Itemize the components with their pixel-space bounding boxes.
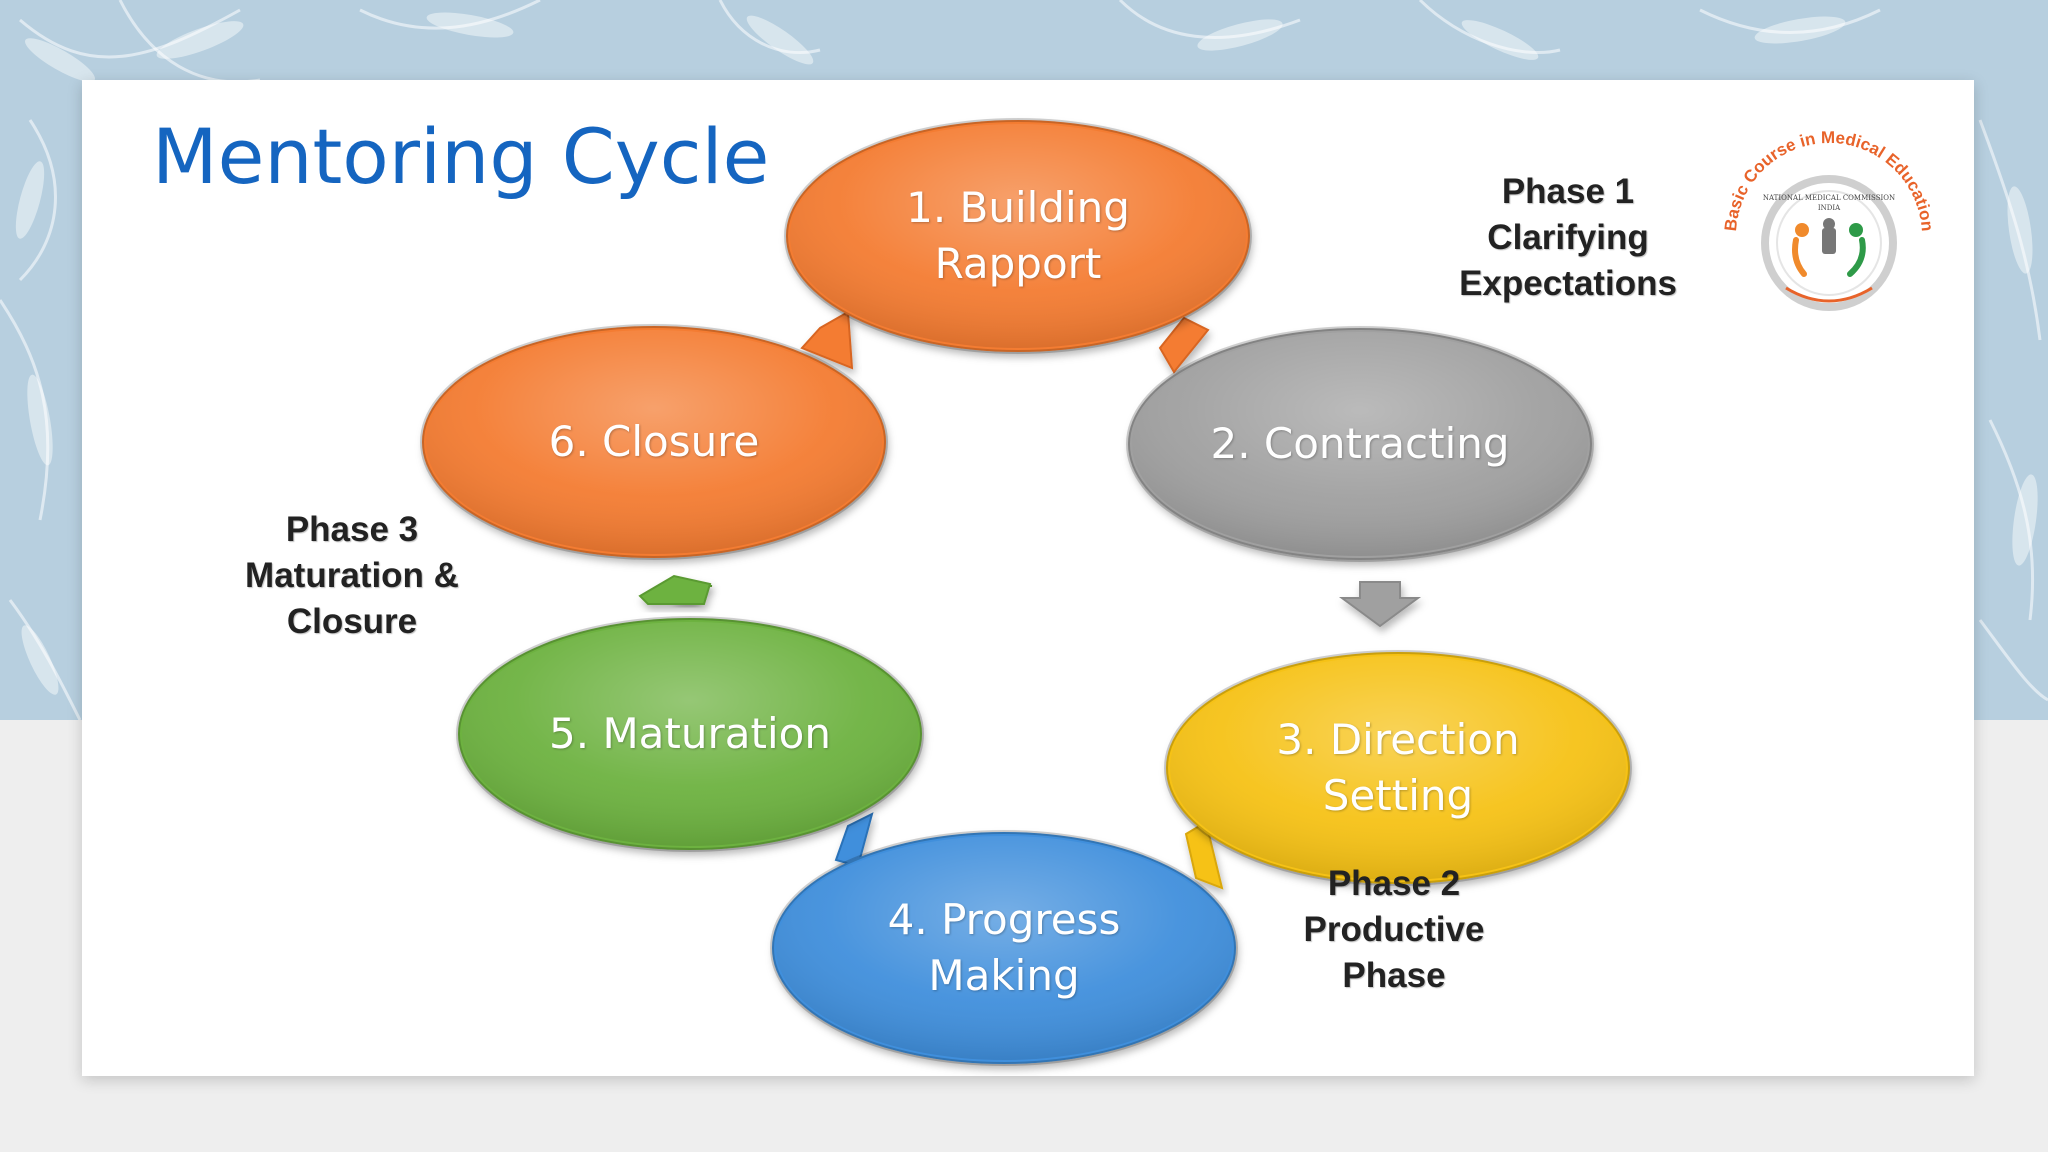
logo-figure-right-icon xyxy=(1847,223,1866,277)
phase-line: Productive xyxy=(1303,910,1485,949)
node-label-maturation: 5. Maturation xyxy=(549,706,831,762)
node-label-line: Making xyxy=(928,951,1080,1000)
node-gloss xyxy=(1170,656,1626,880)
arrow-building-to-contracting xyxy=(1158,316,1210,374)
arrow-closure-to-building xyxy=(800,310,854,370)
phase-line: Phase 1 xyxy=(1501,172,1635,211)
phase-line: Expectations xyxy=(1459,264,1677,303)
node-contracting xyxy=(1126,326,1594,562)
node-gloss xyxy=(462,622,918,846)
phase-line: Clarifying xyxy=(1487,218,1649,257)
arrow-maturation-to-closure-head xyxy=(638,574,712,605)
phase-line: Closure xyxy=(286,602,418,641)
node-label-line: 5. Maturation xyxy=(549,709,831,758)
phase-line: Maturation & xyxy=(245,556,459,595)
arrow-contracting-to-direction xyxy=(1338,581,1422,628)
node-direction-setting xyxy=(1164,650,1632,886)
phase-line: Phase 2 xyxy=(1327,864,1461,903)
logo-inner-text: NATIONAL MEDICAL COMMISSION xyxy=(1763,194,1895,202)
node-label-line: Setting xyxy=(1322,771,1474,820)
nmc-bcme-logo: Basic Course in Medical Education NATION… xyxy=(1721,128,1937,311)
node-gloss xyxy=(1132,332,1588,556)
node-progress-making xyxy=(770,830,1238,1066)
node-label-line: 4. Progress xyxy=(887,895,1121,944)
logo-bottom-arc xyxy=(1785,286,1873,303)
node-label-line: 1. Building xyxy=(906,183,1130,232)
phase-1-label: Phase 1 Clarifying Expectations xyxy=(1459,169,1677,307)
phase-line: Phase 3 xyxy=(285,510,419,549)
phase-2-label: Phase 2 Productive Phase xyxy=(1304,861,1485,999)
node-maturation xyxy=(456,616,924,852)
node-label-line: 3. Direction xyxy=(1276,715,1520,764)
node-building-rapport xyxy=(784,118,1252,354)
node-label-line: 2. Contracting xyxy=(1210,419,1510,468)
node-label-contracting: 2. Contracting xyxy=(1210,416,1509,472)
node-gloss xyxy=(776,836,1232,1060)
node-gloss xyxy=(426,330,882,554)
logo-india-text: INDIA xyxy=(1818,204,1841,212)
logo-figure-left-icon xyxy=(1792,223,1809,277)
node-label-closure: 6. Closure xyxy=(549,414,760,470)
phase-3-label: Phase 3 Maturation & Closure xyxy=(245,507,459,645)
leaf-pattern-background xyxy=(0,0,2048,720)
slide-title: Mentoring Cycle xyxy=(152,112,770,201)
node-label-line: 6. Closure xyxy=(548,417,760,466)
node-label-direction-setting: 3. Direction Setting xyxy=(1276,712,1519,824)
node-label-line: Rapport xyxy=(934,239,1102,288)
phase-line: Phase xyxy=(1342,956,1446,995)
node-gloss xyxy=(790,124,1246,348)
node-closure xyxy=(420,324,888,560)
logo-emblem-icon xyxy=(1822,218,1836,254)
node-label-building-rapport: 1. Building Rapport xyxy=(906,180,1130,292)
node-label-progress-making: 4. Progress Making xyxy=(888,892,1121,1004)
